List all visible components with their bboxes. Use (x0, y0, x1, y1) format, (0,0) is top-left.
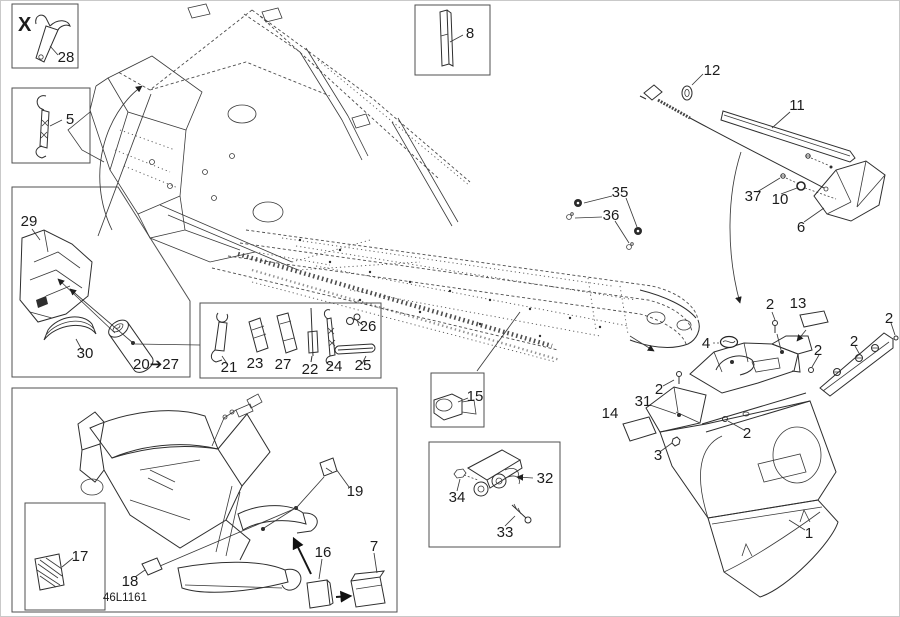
inset-box-part-17 (24, 502, 106, 611)
callout-labels: X 28 5 29 30 20➔27 21 23 27 22 24 25 26 … (18, 14, 893, 604)
taillight-cable-drawing (639, 73, 886, 304)
callout-26: 26 (360, 318, 377, 335)
inset-box-part-15 (430, 372, 485, 428)
callout-11: 11 (789, 97, 805, 114)
inset-box-vehicle (11, 387, 398, 613)
fasteners-35-36-drawing (566, 195, 642, 250)
callout-25: 25 (355, 357, 372, 374)
callout-3: 3 (654, 447, 662, 464)
callout-35: 35 (612, 184, 629, 201)
callout-16: 16 (315, 544, 332, 561)
callout-17: 17 (72, 548, 89, 565)
tools-21-27-drawing (210, 307, 376, 366)
callout-27: 27 (275, 356, 292, 373)
part-15-drawing (433, 393, 477, 421)
callout-2-f: 2 (885, 310, 893, 327)
callout-14: 14 (602, 405, 619, 422)
callout-10: 10 (772, 191, 789, 208)
vehicle-drawing (34, 393, 386, 609)
callout-13: 13 (790, 295, 807, 312)
tunnel-rivets (298, 238, 602, 338)
callout-24: 24 (326, 358, 343, 375)
callout-32: 32 (537, 470, 554, 487)
callout-15: 15 (467, 388, 484, 405)
part-17-patch-drawing (34, 553, 74, 591)
callout-2-d: 2 (814, 342, 822, 359)
callout-23: 23 (247, 355, 264, 372)
callout-19: 19 (347, 483, 364, 500)
callout-20-27: 20➔27 (133, 356, 179, 373)
callout-2-e: 2 (850, 333, 858, 350)
chassis-frame-drawing (67, 3, 700, 363)
callout-21: 21 (221, 359, 238, 376)
inset-box-frames (11, 3, 561, 613)
part-8-drawing (439, 9, 464, 67)
callout-1: 1 (805, 525, 813, 542)
callout-22: 22 (302, 361, 319, 378)
inset-box-parts-32-34 (428, 441, 561, 548)
callout-34: 34 (449, 489, 466, 506)
drawing-code: 46L1161 (103, 592, 147, 604)
callout-5: 5 (66, 111, 74, 128)
callout-36: 36 (603, 207, 620, 224)
parts-32-34-drawing (453, 449, 534, 527)
inset-box-tool-x (11, 3, 79, 69)
rear-flap-assembly-drawing (622, 310, 899, 598)
callout-2-a: 2 (766, 296, 774, 313)
callout-18: 18 (122, 573, 139, 590)
part-29-footrest-drawing (19, 228, 93, 323)
callout-6: 6 (797, 219, 805, 236)
part-5-wrench-drawing (35, 95, 63, 159)
tool-kit-cylinder-drawing (108, 319, 201, 373)
inset-box-wrench-5 (11, 87, 91, 164)
callout-33: 33 (497, 524, 514, 541)
part-30-strap-drawing (43, 316, 97, 351)
callout-4: 4 (702, 335, 710, 352)
corner-marker-x: X (18, 14, 32, 36)
callout-7: 7 (370, 538, 378, 555)
callout-30: 30 (77, 345, 94, 362)
chassis-leader-lines (57, 85, 655, 372)
inset-box-part-8 (414, 4, 491, 76)
callout-28: 28 (58, 49, 75, 66)
part-28-tool-drawing (35, 14, 71, 63)
callout-8: 8 (466, 25, 474, 42)
callout-2-b: 2 (655, 381, 663, 398)
callout-31: 31 (635, 393, 652, 410)
callout-2-c: 2 (743, 425, 751, 442)
callout-29: 29 (21, 213, 38, 230)
callout-12: 12 (704, 62, 721, 79)
inset-box-tools-21-27 (199, 302, 382, 379)
callout-37: 37 (745, 188, 762, 205)
